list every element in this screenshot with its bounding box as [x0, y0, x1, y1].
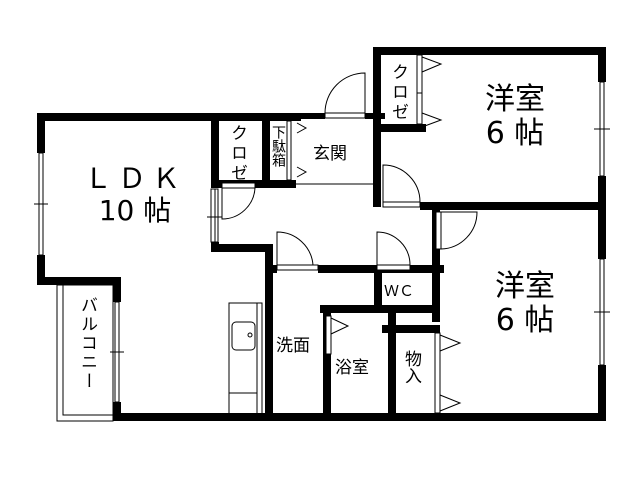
room-western-1-size: 6 帖: [485, 116, 545, 151]
room-western-1-name: 洋室: [485, 82, 545, 117]
balcony-outline: [56, 284, 114, 422]
room-closet-1: クロゼ: [227, 124, 247, 184]
room-washroom: 洗面: [276, 336, 310, 356]
room-bathroom: 浴室: [335, 358, 369, 378]
room-western-2-size: 6 帖: [495, 303, 555, 338]
doors: [221, 54, 478, 414]
windows: [34, 81, 610, 403]
room-western-2-name: 洋室: [495, 269, 555, 304]
room-storage: 物入: [401, 350, 421, 384]
room-ldk-name: ＬＤＫ: [83, 162, 186, 195]
walls: [37, 47, 606, 421]
room-closet-2: クロゼ: [388, 63, 408, 123]
room-shoe-box: 下駄箱: [270, 125, 286, 167]
room-ldk-size: 10 帖: [98, 194, 172, 227]
room-toilet: ＷＣ: [384, 282, 415, 300]
room-balcony: バルコニー: [77, 296, 97, 391]
kitchen-counter: [228, 302, 263, 417]
room-western-2: 洋室 6 帖: [480, 272, 570, 336]
room-ldk: ＬＤＫ 10 帖: [80, 165, 190, 225]
room-western-1: 洋室 6 帖: [470, 85, 560, 149]
room-entrance: 玄関: [313, 144, 347, 164]
